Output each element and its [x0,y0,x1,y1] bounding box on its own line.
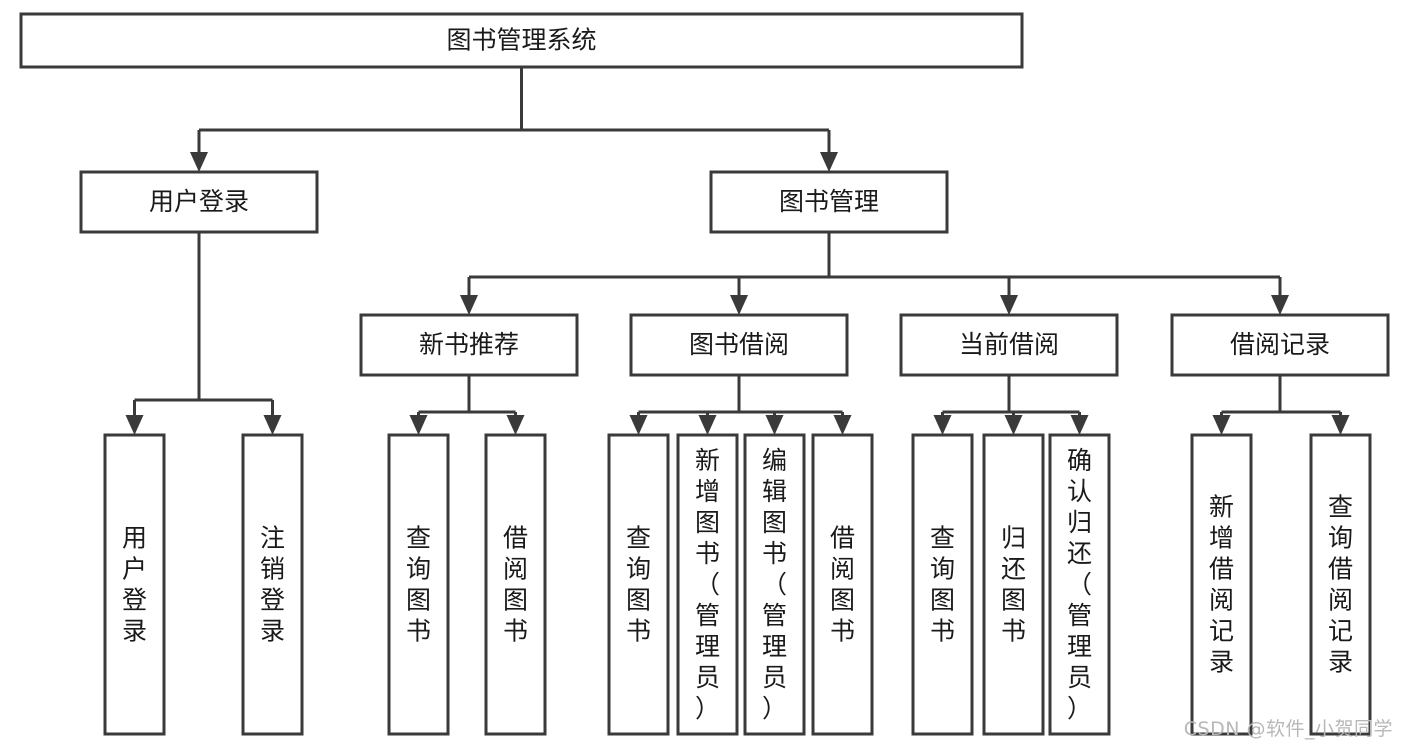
level3-node-1-label: 图书借阅 [689,330,789,359]
leaf-node-11-label: 新增借阅记录 [1209,493,1234,677]
level3-node-2-label: 当前借阅 [959,330,1059,359]
level3-node-0-box[interactable] [359,313,579,377]
leaf-node-5-label: 新增图书（管理员） [695,446,720,723]
level2-node-0[interactable]: 用户登录 [79,170,319,234]
leaf-node-0[interactable]: 用户登录 [103,433,166,736]
arrow-head-icon [1331,415,1350,435]
leaf-node-0-label: 用户登录 [122,524,147,646]
leaf-node-3[interactable]: 借阅图书 [484,433,547,736]
leaf-node-10[interactable]: 确认归还（管理员） [1048,433,1111,736]
arrow-head-icon [409,415,428,435]
leaf-node-8-box[interactable] [911,433,974,736]
leaf-node-9-box[interactable] [982,433,1045,736]
leaf-node-4-label: 查询图书 [626,524,651,646]
level2-node-1-label: 图书管理 [779,187,879,216]
arrow-head-icon [933,415,952,435]
level3-node-0[interactable]: 新书推荐 [359,313,579,377]
leaf-node-2-box[interactable] [387,433,450,736]
level3-node-1[interactable]: 图书借阅 [629,313,849,377]
leaf-node-1-box[interactable] [241,433,304,736]
arrow-head-icon [698,415,717,435]
node-layer: 图书管理系统用户登录图书管理新书推荐图书借阅当前借阅借阅记录用户登录注销登录查询… [19,12,1390,736]
leaf-node-12[interactable]: 查询借阅记录 [1309,433,1372,736]
root-node-label: 图书管理系统 [446,26,596,55]
leaf-node-11-box[interactable] [1190,433,1253,736]
leaf-node-7-label: 借阅图书 [830,524,855,646]
leaf-node-6[interactable]: 编辑图书（管理员） [743,433,806,736]
level3-node-0-label: 新书推荐 [419,330,519,359]
level3-node-2-box[interactable] [899,313,1119,377]
arrow-head-icon [263,415,282,435]
leaf-node-10-box[interactable] [1048,433,1111,736]
arrow-head-icon [765,415,784,435]
level2-node-1[interactable]: 图书管理 [709,170,949,234]
leaf-node-8[interactable]: 查询图书 [911,433,974,736]
leaf-node-12-label: 查询借阅记录 [1328,493,1353,677]
leaf-node-4-box[interactable] [607,433,670,736]
level2-node-0-label: 用户登录 [149,187,249,216]
arrow-head-icon [190,152,208,172]
arrow-head-icon [506,415,525,435]
leaf-node-3-box[interactable] [484,433,547,736]
level3-node-2[interactable]: 当前借阅 [899,313,1119,377]
arrow-head-icon [1271,295,1289,315]
leaf-node-1-label: 注销登录 [260,524,285,646]
leaf-node-9[interactable]: 归还图书 [982,433,1045,736]
leaf-node-7-box[interactable] [811,433,874,736]
leaf-node-10-label: 确认归还（管理员） [1067,446,1092,723]
leaf-node-5-box[interactable] [676,433,739,736]
leaf-node-4[interactable]: 查询图书 [607,433,670,736]
arrow-head-icon [1000,295,1018,315]
arrow-head-icon [460,295,478,315]
arrow-head-icon [820,152,838,172]
leaf-node-6-label: 编辑图书（管理员） [762,446,787,723]
arrow-head-icon [629,415,648,435]
leaf-node-5[interactable]: 新增图书（管理员） [676,433,739,736]
level3-node-3-label: 借阅记录 [1230,330,1330,359]
level3-node-1-box[interactable] [629,313,849,377]
level3-node-3-box[interactable] [1170,313,1390,377]
arrow-head-icon [1212,415,1231,435]
arrow-head-icon [833,415,852,435]
arrow-head-icon [730,295,748,315]
leaf-node-8-label: 查询图书 [930,524,955,646]
leaf-node-12-box[interactable] [1309,433,1372,736]
leaf-node-2-label: 查询图书 [406,524,431,646]
root-node[interactable]: 图书管理系统 [19,12,1024,69]
leaf-node-7[interactable]: 借阅图书 [811,433,874,736]
leaf-node-9-label: 归还图书 [1001,524,1026,646]
leaf-node-2[interactable]: 查询图书 [387,433,450,736]
leaf-node-6-box[interactable] [743,433,806,736]
leaf-node-1[interactable]: 注销登录 [241,433,304,736]
connector-layer [125,67,1350,435]
arrow-head-icon [1004,415,1023,435]
level2-node-1-box[interactable] [709,170,949,234]
arrow-head-icon [1070,415,1089,435]
leaf-node-3-label: 借阅图书 [503,524,528,646]
leaf-node-11[interactable]: 新增借阅记录 [1190,433,1253,736]
leaf-node-0-box[interactable] [103,433,166,736]
root-node-box[interactable] [19,12,1024,69]
arrow-head-icon [125,415,144,435]
level3-node-3[interactable]: 借阅记录 [1170,313,1390,377]
level2-node-0-box[interactable] [79,170,319,234]
